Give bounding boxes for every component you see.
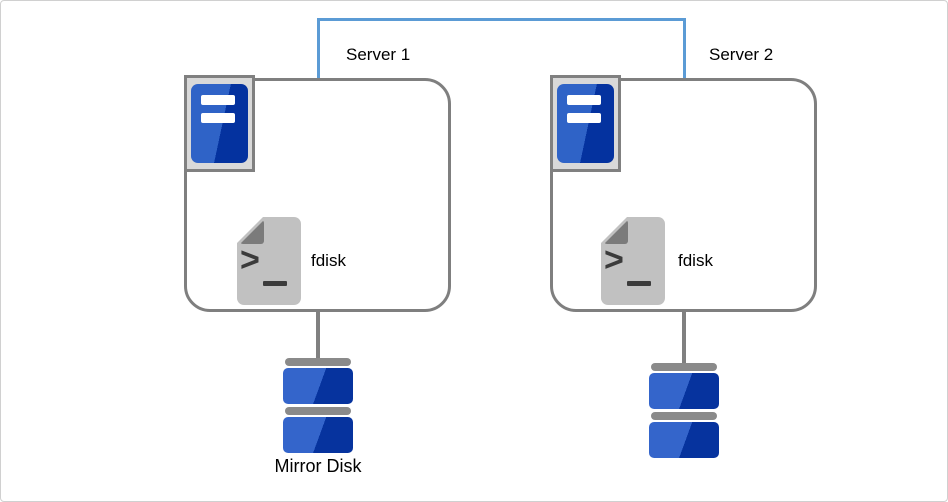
prompt-underscore-glyph <box>263 281 287 286</box>
server-tower-body <box>557 84 614 163</box>
disk-cap <box>285 358 351 366</box>
mirror-disk-icon-left <box>283 358 353 454</box>
terminal-prompt-file-icon: > <box>601 217 665 305</box>
prompt-gt-glyph: > <box>240 241 260 279</box>
server1-disk-line <box>316 312 320 362</box>
server-slot <box>567 113 601 123</box>
terminal-prompt-file-icon: > <box>237 217 301 305</box>
mirror-disk-label: Mirror Disk <box>274 456 362 476</box>
disk-platter <box>283 368 353 404</box>
mirror-disk-icon-right <box>649 363 719 459</box>
prompt-underscore-glyph <box>627 281 651 286</box>
server2-label: Server 2 <box>709 45 774 64</box>
disk-platter <box>649 422 719 458</box>
disk-cap <box>651 363 717 371</box>
prompt-gt-glyph: > <box>604 241 624 279</box>
server-slot <box>567 95 601 105</box>
server-slot <box>201 113 235 123</box>
disk-platter <box>283 417 353 453</box>
disk-cap <box>651 412 717 420</box>
disk-cap <box>285 407 351 415</box>
server1-label: Server 1 <box>346 45 411 64</box>
server-link-connector <box>317 18 686 78</box>
server-tower-icon <box>550 75 621 172</box>
server-tower-icon <box>184 75 255 172</box>
server-tower-body <box>191 84 248 163</box>
server-slot <box>201 95 235 105</box>
server1-tool-label: fdisk <box>311 251 346 270</box>
server2-disk-line <box>682 312 686 367</box>
disk-platter <box>649 373 719 409</box>
server2-tool-label: fdisk <box>678 251 713 270</box>
